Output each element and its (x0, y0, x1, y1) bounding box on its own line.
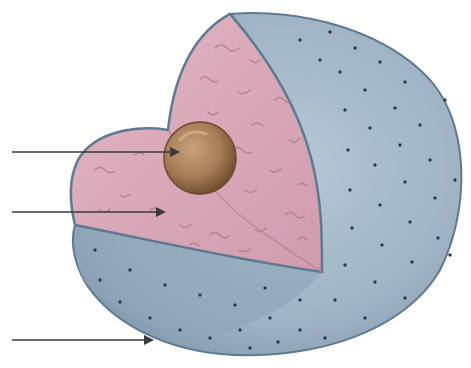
pointer-cell-membrane (12, 335, 154, 345)
